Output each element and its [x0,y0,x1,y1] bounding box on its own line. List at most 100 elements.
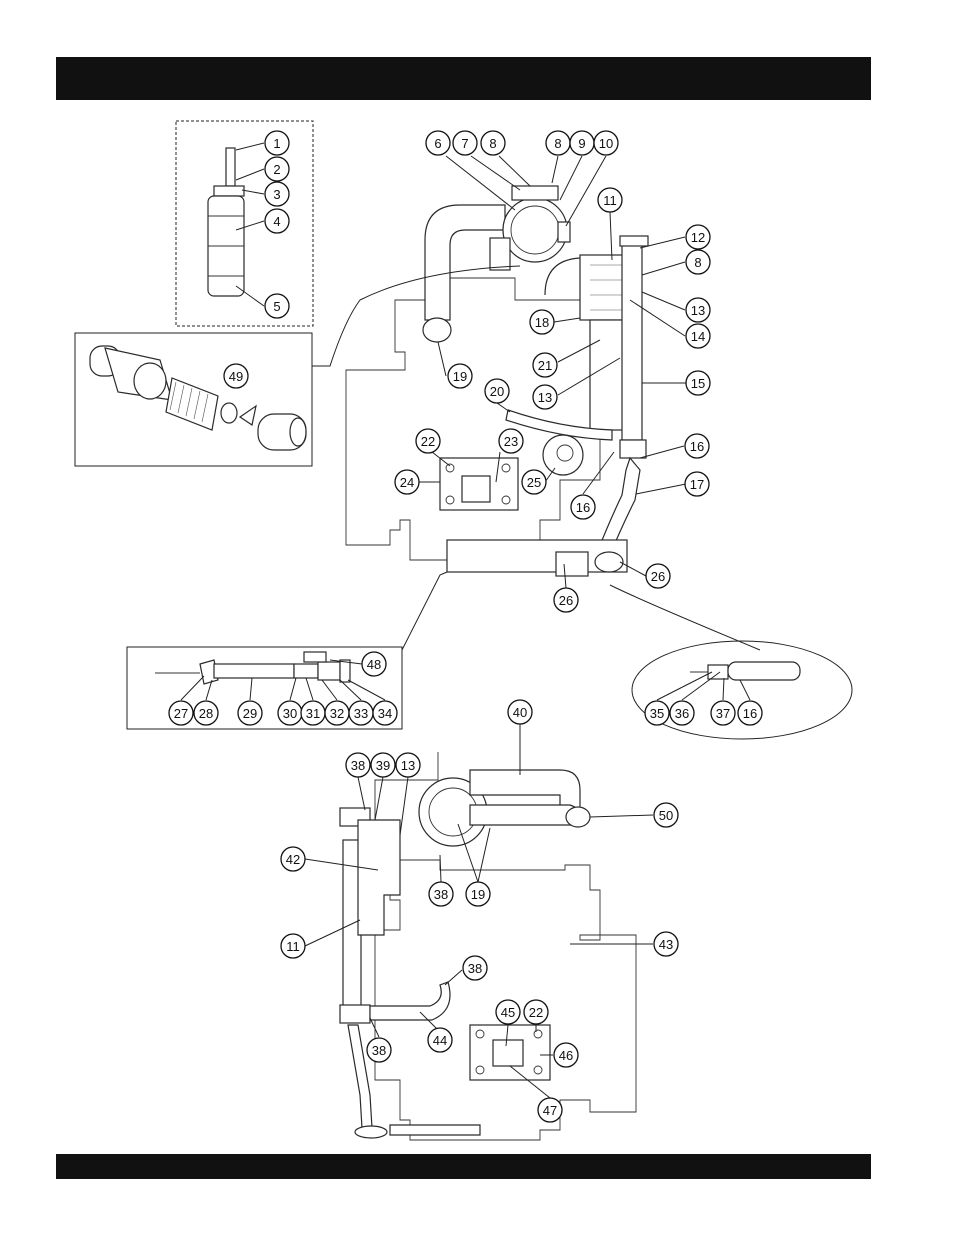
callout-number: 10 [599,136,613,151]
callout-number: 35 [650,706,664,721]
callout-number: 5 [273,299,280,314]
callout-number: 24 [400,475,414,490]
callout-number: 32 [330,706,344,721]
callout-number: 38 [372,1043,386,1058]
callout-number: 27 [174,706,188,721]
callout-number: 28 [199,706,213,721]
callout-number: 34 [378,706,392,721]
callout-number: 36 [675,706,689,721]
callout-number: 26 [651,569,665,584]
callout-23: 23 [499,429,523,453]
callout-number: 8 [554,136,561,151]
callout-47: 47 [538,1098,562,1122]
callout-number: 9 [578,136,585,151]
callout-number: 16 [743,706,757,721]
callout-number: 42 [286,852,300,867]
callout-7: 7 [453,131,477,155]
callout-38: 38 [367,1038,391,1062]
callout-30: 30 [278,701,302,725]
callout-8: 8 [481,131,505,155]
callout-number: 23 [504,434,518,449]
callout-2: 2 [265,157,289,181]
callout-49: 49 [224,364,248,388]
callout-32: 32 [325,701,349,725]
callout-number: 40 [513,705,527,720]
callout-3: 3 [265,182,289,206]
callout-number: 49 [229,369,243,384]
callout-13: 13 [533,385,557,409]
callout-12: 12 [686,225,710,249]
callout-35: 35 [645,701,669,725]
callout-25: 25 [522,470,546,494]
callout-33: 33 [349,701,373,725]
callout-number: 12 [691,230,705,245]
callout-10: 10 [594,131,618,155]
callout-28: 28 [194,701,218,725]
callout-20: 20 [485,379,509,403]
callout-number: 43 [659,937,673,952]
callout-layer: 1234567889101112813141821131519202223242… [169,131,762,1122]
callout-16: 16 [738,701,762,725]
callout-number: 16 [690,439,704,454]
callout-31: 31 [301,701,325,725]
callout-22: 22 [416,429,440,453]
callout-number: 2 [273,162,280,177]
air-filter-element [90,346,306,450]
callout-number: 30 [283,706,297,721]
callout-26: 26 [554,588,578,612]
callout-number: 21 [538,358,552,373]
callout-11: 11 [281,934,305,958]
callout-number: 44 [433,1033,447,1048]
callout-22: 22 [524,1000,548,1024]
callout-number: 6 [434,136,441,151]
callout-45: 45 [496,1000,520,1024]
hose-clamp-parts [690,662,800,680]
callout-number: 20 [490,384,504,399]
callout-19: 19 [448,364,472,388]
callout-number: 25 [527,475,541,490]
callout-number: 47 [543,1103,557,1118]
callout-number: 4 [273,214,280,229]
callout-number: 13 [538,390,552,405]
callout-number: 38 [351,758,365,773]
callout-40: 40 [508,700,532,724]
callout-number: 14 [691,329,705,344]
callout-number: 8 [489,136,496,151]
callout-number: 15 [691,376,705,391]
callout-16: 16 [685,434,709,458]
callout-number: 33 [354,706,368,721]
callout-number: 13 [691,303,705,318]
callout-number: 29 [243,706,257,721]
callout-number: 39 [376,758,390,773]
callout-number: 16 [576,500,590,515]
callout-38: 38 [429,882,453,906]
callout-16: 16 [571,495,595,519]
inset-ellipse-hose-clamp [632,641,852,739]
callout-number: 31 [306,706,320,721]
callout-14: 14 [686,324,710,348]
callout-number: 18 [535,315,549,330]
callout-1: 1 [265,131,289,155]
callout-number: 11 [603,193,617,208]
callout-9: 9 [570,131,594,155]
callout-number: 7 [461,136,468,151]
callout-27: 27 [169,701,193,725]
callout-48: 48 [362,652,386,676]
callout-number: 13 [401,758,415,773]
callout-38: 38 [463,956,487,980]
callout-number: 46 [559,1048,573,1063]
callout-8: 8 [546,131,570,155]
callout-number: 38 [434,887,448,902]
callout-6: 6 [426,131,450,155]
callout-43: 43 [654,932,678,956]
callout-11: 11 [598,188,622,212]
callout-42: 42 [281,847,305,871]
callout-5: 5 [265,294,289,318]
callout-36: 36 [670,701,694,725]
callout-13: 13 [686,298,710,322]
callout-46: 46 [554,1043,578,1067]
callout-number: 11 [286,939,300,954]
callout-39: 39 [371,753,395,777]
callout-13: 13 [396,753,420,777]
callout-19: 19 [466,882,490,906]
